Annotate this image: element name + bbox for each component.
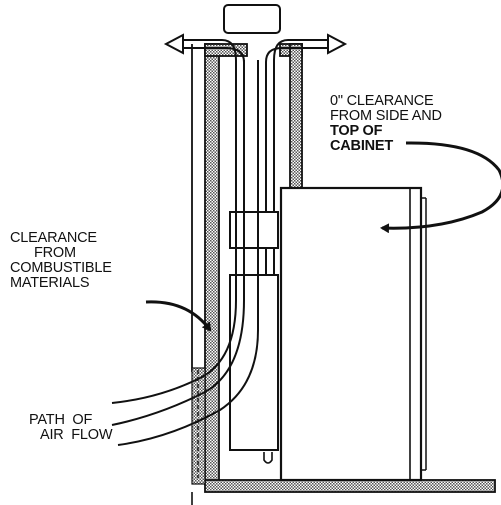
zero-clearance-line-1: 0" CLEARANCE: [330, 93, 434, 109]
combustible-clearance-label: CLEARANCE FROM COMBUSTIBLE MATERIALS: [10, 231, 112, 291]
exhaust-arrow-right-icon: [327, 33, 348, 55]
combustible-clearance-line-3: COMBUSTIBLE: [10, 260, 112, 276]
air-flow-line-2: AIR FLOW: [40, 427, 113, 443]
air-flow-pipe: [111, 60, 259, 446]
burner-nub: [263, 452, 273, 464]
combustible-clearance-line-1: CLEARANCE: [10, 230, 97, 246]
air-flow-label: PATH OF AIR FLOW: [29, 412, 113, 443]
combustible-clearance-line-2: FROM: [34, 245, 76, 261]
zero-clearance-line-4: CABINET: [330, 138, 394, 154]
zero-clearance-line-3: TOP OF: [330, 123, 383, 139]
zero-clearance-leader-arrow: [380, 141, 501, 234]
combustible-clearance-leader-arrow: [145, 300, 212, 332]
heater-cabinet: [279, 186, 427, 482]
liner-panel-upper: [229, 211, 279, 249]
zero-clearance-label: 0" CLEARANCE FROM SIDE AND TOP OF CABINE…: [330, 94, 442, 154]
air-flow-line-1: PATH OF: [29, 412, 93, 428]
combustible-clearance-line-4: MATERIALS: [10, 275, 90, 291]
vent-cap: [223, 4, 281, 34]
zero-clearance-line-2: FROM SIDE AND: [330, 108, 442, 124]
exhaust-arrow-left-icon: [163, 33, 184, 55]
